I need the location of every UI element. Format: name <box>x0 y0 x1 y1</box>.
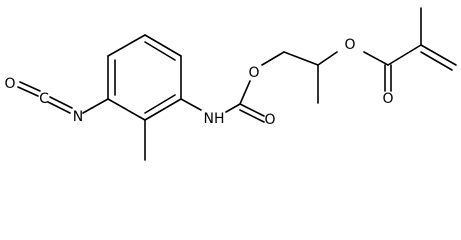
ring-bond-2 <box>144 34 182 57</box>
bond-o-c-upper <box>19 81 41 92</box>
isocyanate-group <box>17 81 109 114</box>
atom-label-methacrylate-ester-o: O <box>344 37 355 53</box>
atom-label-methacrylate-carbonyl-o: O <box>382 91 393 107</box>
bond-o-carbonyl-c <box>363 51 389 66</box>
atom-label-carbamate-ester-o: O <box>248 65 259 81</box>
bond-n-ring <box>82 98 109 114</box>
ring-bond-4 <box>144 98 182 121</box>
ring-inner-bond-a <box>144 41 176 61</box>
bond-ch-o <box>317 51 338 66</box>
bond-c-n-upper <box>49 96 73 109</box>
chemical-structure-diagram: O C N NH O O O O <box>4 7 457 161</box>
bond-c-o-double-upper <box>239 103 265 117</box>
bond-nh-c <box>225 103 241 113</box>
bond-ester-o-ch2 <box>261 51 285 66</box>
ring-bond-1 <box>107 34 146 57</box>
atom-label-carbamate-nh: NH <box>204 111 225 127</box>
benzene-ring <box>107 34 182 121</box>
bond-o-c-lower <box>17 86 39 97</box>
bond-c-n-lower <box>47 101 71 114</box>
methacrylate-group <box>363 7 457 92</box>
bond-ch2-ch <box>283 51 319 66</box>
atom-label-carbamate-carbonyl-o: O <box>264 112 275 128</box>
propylene-chain <box>283 51 338 104</box>
atom-label-isocyanate-o: O <box>4 76 15 92</box>
bond-carbonyl-c-alpha <box>387 44 422 66</box>
bond-ring-nh <box>180 98 202 111</box>
ring-inner-bond-b <box>144 94 176 114</box>
bond-alpha-ch2-lower <box>420 51 453 71</box>
ring-bond-5 <box>107 98 146 121</box>
bond-alpha-ch2-upper <box>420 44 457 66</box>
carbamate-group <box>180 51 285 123</box>
atom-label-isocyanate-c: C <box>39 91 49 107</box>
bond-c-o-double-lower <box>239 109 265 123</box>
atom-label-isocyanate-n: N <box>73 109 83 125</box>
bond-c-ester-o <box>239 80 251 105</box>
